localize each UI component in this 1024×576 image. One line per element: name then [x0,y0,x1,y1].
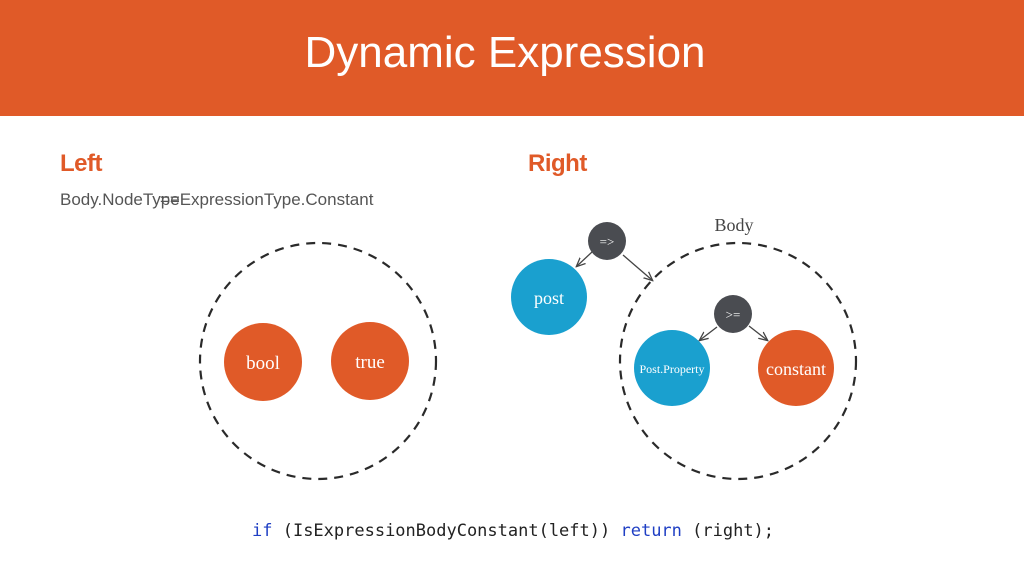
compare-operator-label: >= [726,307,741,322]
true-node: true [331,322,409,400]
body-dashed-circle [618,241,858,481]
bool-node-label: bool [246,353,280,374]
code-tail: (right); [681,521,775,541]
code-keyword-return: return [620,521,682,541]
compare-operator-node: >= [714,295,752,333]
code-call: (IsExpressionBodyConstant(left)) [272,521,621,541]
condition-operator: == [160,190,180,209]
left-dashed-circle [198,241,438,481]
code-keyword-if: if [252,521,273,541]
header-bar [0,0,1024,116]
true-node-label: true [355,352,385,373]
bool-node: bool [224,323,302,401]
body-label: Body [714,215,753,235]
arrow-lambda-to-post [577,251,593,266]
code-line: if (IsExpressionBodyConstant(left)) retu… [252,521,774,541]
constant-node: constant [758,330,834,406]
property-node-label: Post.Property [639,362,704,376]
right-heading: Right [528,150,587,177]
left-heading: Left [60,150,103,177]
slide-title: Dynamic Expression [304,28,706,77]
arrow-lambda-to-body [622,254,652,280]
arrow-compare-to-property [700,326,718,340]
arrow-compare-to-constant [748,325,767,340]
post-node-label: post [534,288,564,308]
condition-rhs: ExpressionType.Constant [179,190,374,209]
lambda-operator-node: => [588,222,626,260]
node-type-condition: Body.NodeTypeExpressionType.Constant== [60,190,373,210]
condition-lhs: Body.NodeType [60,190,180,209]
post-node: post [511,259,587,335]
constant-node-label: constant [766,359,826,379]
lambda-operator-label: => [600,234,615,249]
property-node: Post.Property [634,330,710,406]
